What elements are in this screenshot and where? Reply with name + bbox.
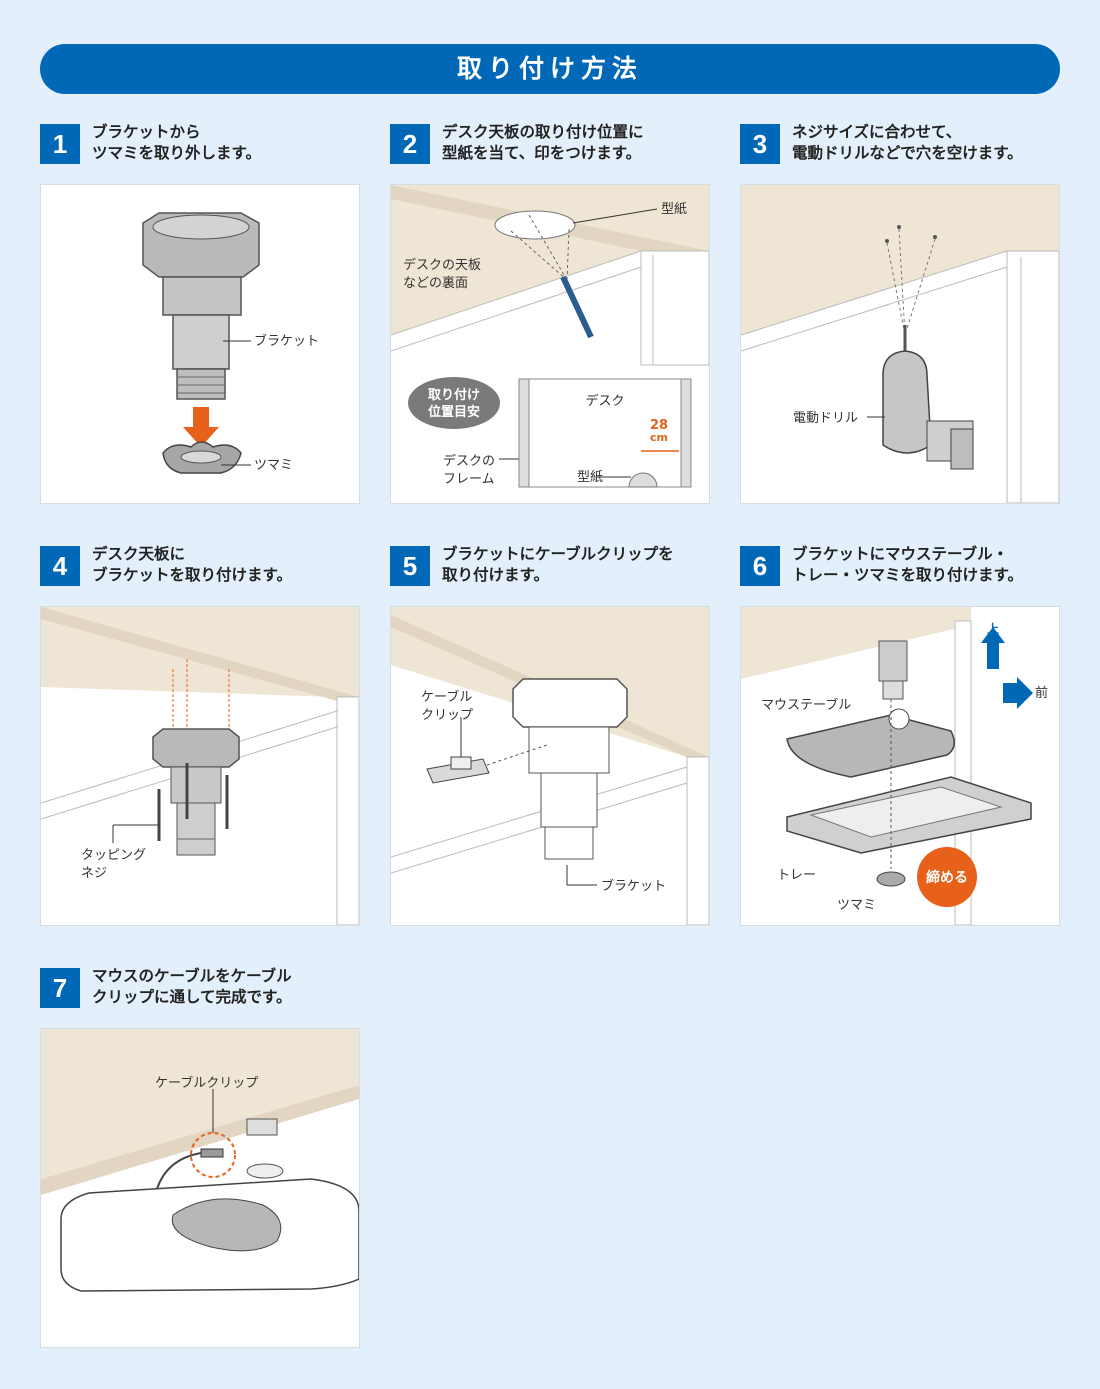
label-up: 上	[987, 621, 999, 636]
distance-unit: cm	[650, 431, 668, 444]
bracket-illustration	[512, 678, 628, 860]
step-illustration: 上 前 締める マウステーブル トレー	[740, 606, 1060, 926]
label-clip-1: ケーブル	[421, 689, 472, 705]
label-template: 型紙	[661, 202, 687, 217]
step-1: 1 ブラケットから ツマミを取り外します。 ブラケット ツマ	[40, 122, 360, 504]
mouse-table-illustration	[786, 708, 955, 778]
bracket-illustration	[142, 212, 260, 400]
badge-line-2: 位置目安	[428, 404, 480, 420]
step-instruction: ネジサイズに合わせて、 電動ドリルなどで穴を空けます。	[792, 123, 1023, 162]
step-number: 3	[740, 124, 780, 164]
mouse-icon	[171, 1198, 282, 1252]
label-screw-2: ネジ	[81, 866, 107, 881]
knob-icon	[876, 871, 906, 887]
step-illustration: 型紙 デスクの天板 などの裏面 取り付け 位置目安 デスク 28 cm デスクの…	[390, 184, 710, 504]
step-number: 4	[40, 546, 80, 586]
cable-clip-icon	[426, 756, 490, 784]
cable-clip-icon	[200, 1148, 224, 1158]
tighten-badge: 締める	[917, 847, 977, 907]
step-instruction: デスク天板に ブラケットを取り付けます。	[92, 545, 292, 584]
label-knob: ツマミ	[837, 898, 876, 913]
label-cable-clip: ケーブルクリップ	[155, 1075, 258, 1091]
arrow-down-icon	[183, 407, 219, 447]
label-bracket: ブラケット	[254, 333, 319, 349]
label-tighten: 締める	[926, 869, 968, 886]
step-instruction: ブラケットにケーブルクリップを 取り付けます。	[442, 545, 674, 584]
bracket-illustration	[152, 728, 240, 856]
drill-illustration	[882, 325, 974, 470]
step-illustration: 電動ドリル	[740, 184, 1060, 504]
tray-illustration	[786, 776, 1032, 854]
step-illustration: ケーブル クリップ ブラケット	[390, 606, 710, 926]
step-instruction: マウスのケーブルをケーブル クリップに通して完成です。	[92, 967, 292, 1006]
label-frame-2: フレーム	[443, 472, 495, 487]
step-number: 5	[390, 546, 430, 586]
step-illustration: ケーブルクリップ	[40, 1028, 360, 1348]
step-instruction: デスク天板の取り付け位置に 型紙を当て、印をつけます。	[442, 123, 644, 162]
label-underside-2: などの裏面	[403, 276, 468, 291]
label-screw-1: タッピング	[81, 848, 146, 863]
step-illustration: ブラケット ツマミ	[40, 184, 360, 504]
step-instruction: ブラケットにマウステーブル・ トレー・ツマミを取り付けます。	[792, 545, 1023, 584]
step-number: 7	[40, 968, 80, 1008]
step-2: 2 デスク天板の取り付け位置に 型紙を当て、印をつけます。 型紙 デスクの天板 …	[390, 122, 710, 504]
label-frame-1: デスクの	[443, 453, 495, 469]
screw-icon	[157, 763, 229, 841]
distance-value: 28	[650, 418, 668, 433]
pencil-icon	[560, 275, 594, 339]
position-guide-badge: 取り付け 位置目安	[408, 377, 500, 429]
template-sheet	[494, 210, 576, 240]
highlight-circle	[190, 1132, 236, 1178]
label-mouse-table: マウステーブル	[761, 697, 851, 713]
step-number: 2	[390, 124, 430, 164]
step-illustration: タッピング ネジ	[40, 606, 360, 926]
label-front: 前	[1035, 685, 1048, 701]
page-title: 取り付け方法	[40, 44, 1060, 94]
knob-illustration	[162, 441, 251, 474]
label-knob: ツマミ	[254, 458, 293, 473]
label-tray: トレー	[777, 868, 816, 883]
step-number: 1	[40, 124, 80, 164]
front-arrow-icon	[1003, 677, 1033, 709]
label-bracket: ブラケット	[601, 878, 666, 894]
step-instruction: ブラケットから ツマミを取り外します。	[92, 123, 261, 162]
label-desk: デスク	[585, 393, 624, 409]
label-drill: 電動ドリル	[793, 411, 858, 426]
step-5: 5 ブラケットにケーブルクリップを 取り付けます。 ケーブル	[390, 544, 710, 926]
step-number: 6	[740, 546, 780, 586]
up-arrow-icon	[981, 627, 1005, 669]
step-4: 4 デスク天板に ブラケットを取り付けます。	[40, 544, 360, 926]
step-6: 6 ブラケットにマウステーブル・ トレー・ツマミを取り付けます。 上 前	[740, 544, 1060, 926]
label-clip-2: クリップ	[421, 708, 473, 723]
badge-line-1: 取り付け	[428, 387, 480, 403]
label-template-2: 型紙	[577, 470, 603, 485]
label-underside-1: デスクの天板	[403, 257, 481, 273]
step-7: 7 マウスのケーブルをケーブル クリップに通して完成です。 ケーブルクリップ	[40, 966, 360, 1348]
step-3: 3 ネジサイズに合わせて、 電動ドリルなどで穴を空けます。 電動ドリル	[740, 122, 1060, 504]
